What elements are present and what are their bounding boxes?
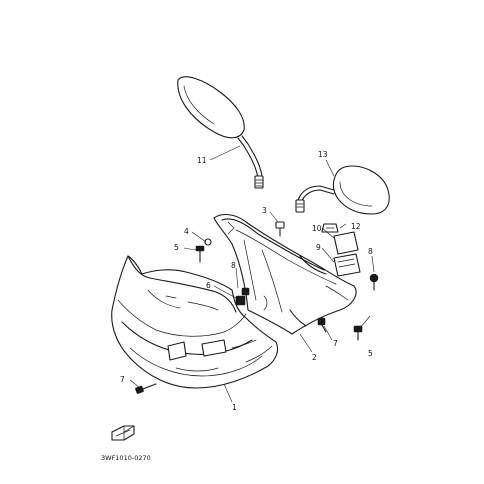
- callout-8-right: 8: [368, 247, 373, 256]
- left-mirror-part[interactable]: [177, 76, 264, 189]
- callout-7-right: 7: [333, 339, 338, 348]
- callout-13: 13: [318, 150, 328, 159]
- screw-part-8-right[interactable]: [369, 273, 379, 291]
- callout-1: 1: [232, 403, 237, 412]
- front-handlebar-cover-part-1[interactable]: [111, 255, 279, 389]
- rear-handlebar-cover-part-2[interactable]: [213, 213, 357, 335]
- callout-3: 3: [262, 206, 267, 215]
- nut-part-6[interactable]: [235, 295, 246, 306]
- callout-12: 12: [351, 222, 361, 231]
- emblem-plate-10[interactable]: [333, 231, 359, 255]
- callout-5-left: 5: [174, 243, 179, 252]
- callout-2: 2: [312, 353, 317, 362]
- cap-part-12[interactable]: [321, 223, 339, 233]
- callout-8-left: 8: [231, 261, 236, 270]
- front-direction-arrow-icon: [111, 425, 135, 441]
- screw-part-5-right[interactable]: [353, 325, 363, 341]
- washer-part-4[interactable]: [204, 238, 212, 246]
- nut-part-8-left[interactable]: [241, 287, 250, 296]
- screw-part-7-right[interactable]: [317, 317, 327, 333]
- emblem-plate-9[interactable]: [333, 253, 361, 277]
- callout-7-left: 7: [120, 375, 125, 384]
- callout-10: 10: [312, 224, 322, 233]
- callout-labels: 11 13 12 10 9 3 4 5 8 6 8 7 2 5 7 1: [120, 150, 373, 412]
- leader-lines: [129, 145, 375, 403]
- screw-part-7-lower-left[interactable]: [135, 383, 157, 394]
- callout-5-right: 5: [368, 349, 373, 358]
- right-mirror-part[interactable]: [295, 165, 390, 215]
- callout-11: 11: [197, 156, 207, 165]
- callout-6: 6: [206, 281, 211, 290]
- callout-4: 4: [184, 227, 189, 236]
- bolt-part-3[interactable]: [275, 221, 285, 237]
- callout-9: 9: [316, 243, 321, 252]
- screw-part-5-left[interactable]: [195, 245, 205, 263]
- part-code-label: 3WF1010-0270: [101, 454, 151, 462]
